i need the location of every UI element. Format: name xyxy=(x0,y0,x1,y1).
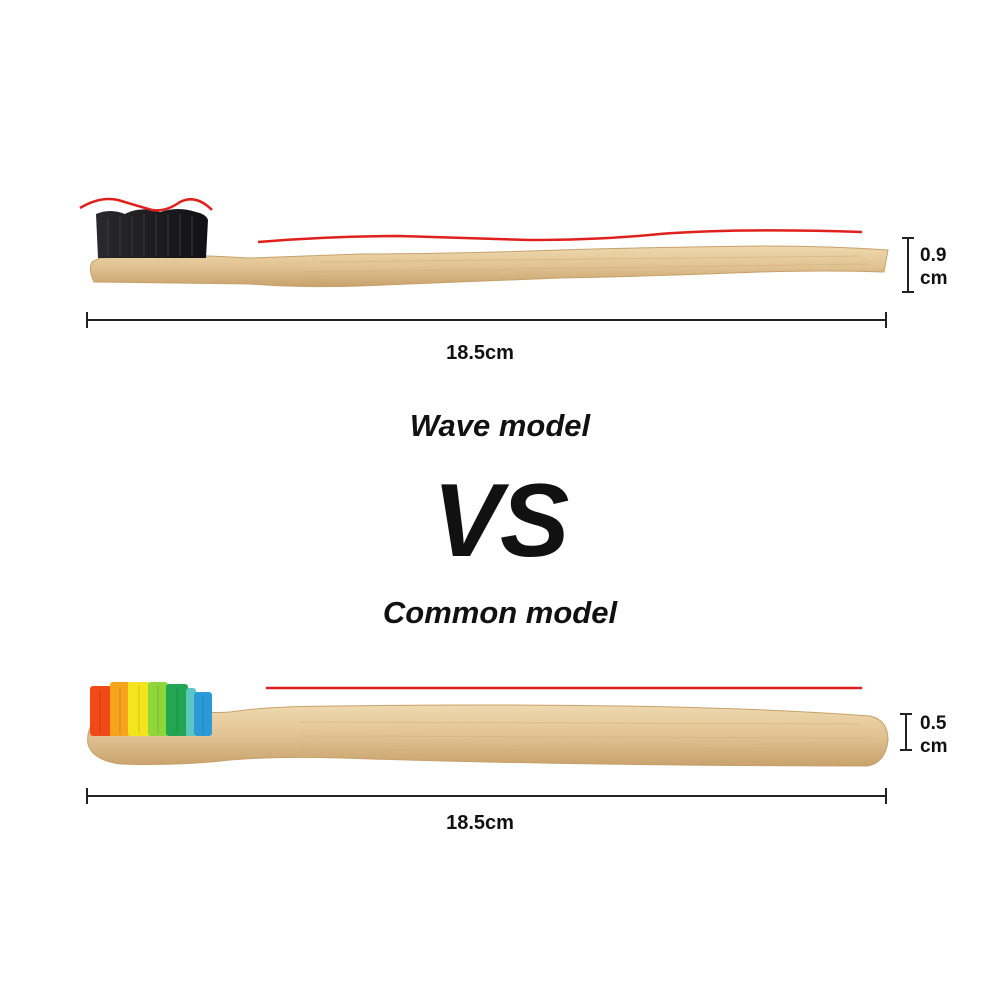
wave-thickness-label: 0.9 cm xyxy=(920,244,947,290)
wave-bristles xyxy=(96,209,208,258)
common-model-title: Common model xyxy=(382,595,618,630)
wave-thickness-dimension xyxy=(902,237,914,293)
common-handle-grain xyxy=(299,721,871,753)
wave-model-title: Wave model xyxy=(409,408,591,443)
wave-bristle-curve-line xyxy=(79,197,213,212)
common-handle xyxy=(87,704,889,767)
common-length-label: 18.5cm xyxy=(446,812,514,834)
common-thickness-label: 0.5 cm xyxy=(920,712,947,758)
wave-handle xyxy=(89,245,889,288)
wave-handle-grain xyxy=(299,255,871,273)
wave-toothbrush xyxy=(79,197,889,288)
common-thickness-unit: cm xyxy=(920,736,948,757)
common-thickness-value: 0.5 xyxy=(920,713,947,734)
wave-handle-curve-line xyxy=(257,229,863,244)
common-length-dimension xyxy=(86,788,887,804)
wave-thickness-value: 0.9 xyxy=(920,245,947,266)
wave-thickness-unit: cm xyxy=(920,268,948,289)
wave-length-dimension xyxy=(86,312,887,328)
common-toothbrush xyxy=(87,682,889,767)
wave-length-label: 18.5cm xyxy=(446,342,514,364)
common-rainbow-bristles xyxy=(90,682,212,736)
common-thickness-dimension xyxy=(900,713,912,751)
vs-label: VS xyxy=(432,463,570,579)
